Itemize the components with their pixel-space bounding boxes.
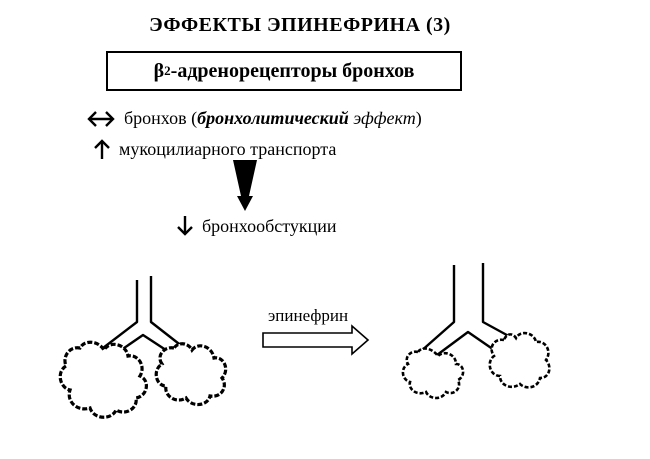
up-arrow-icon: [94, 139, 110, 159]
dilated-bronchi: [419, 263, 517, 359]
right-lung-lobe-right: [488, 331, 551, 389]
effect-bronchi-text-close: ): [415, 108, 422, 128]
transition-label: эпинефрин: [268, 306, 349, 325]
beta-subscript: 2: [164, 63, 171, 78]
left-lung-lobe-right: [154, 342, 228, 407]
right-inner-fork: [432, 330, 498, 359]
transition-arrow: [262, 324, 370, 356]
effect-bronchi: бронхов (бронхолитический эффект): [86, 108, 422, 129]
left-lung-lobe-left: [58, 340, 148, 419]
effect-mucociliary: мукоцилиарного транспорта: [93, 138, 336, 160]
effect-bronchi-text-italic: эффект: [348, 108, 416, 128]
beta-symbol: β: [153, 59, 165, 82]
left-trachea-right-wall: [149, 276, 184, 348]
left-right-arrow-icon: [87, 110, 115, 127]
down-arrow-icon: [177, 216, 193, 236]
left-trachea-left-wall: [102, 280, 139, 349]
right-trachea-right-wall: [481, 263, 517, 342]
result-label: бронхообстукции: [202, 215, 337, 236]
effect-bronchi-text-a: бронхов (: [124, 108, 198, 128]
effect-mucociliary-label: мукоцилиарного транспорта: [119, 138, 337, 159]
page-title: ЭФФЕКТЫ ЭПИНЕФРИНА (3): [149, 14, 451, 36]
big-down-arrow-icon: [233, 160, 257, 211]
result-row: бронхообстукции: [176, 215, 337, 237]
right-trachea-left-wall: [419, 265, 456, 353]
receptor-label: -адренорецепторы бронхов: [170, 59, 415, 82]
effect-bronchi-label: бронхов (бронхолитический эффект): [124, 108, 422, 129]
effect-bronchi-text-bold: бронхолитический: [197, 108, 349, 128]
right-lung-lobe-left: [401, 347, 465, 400]
